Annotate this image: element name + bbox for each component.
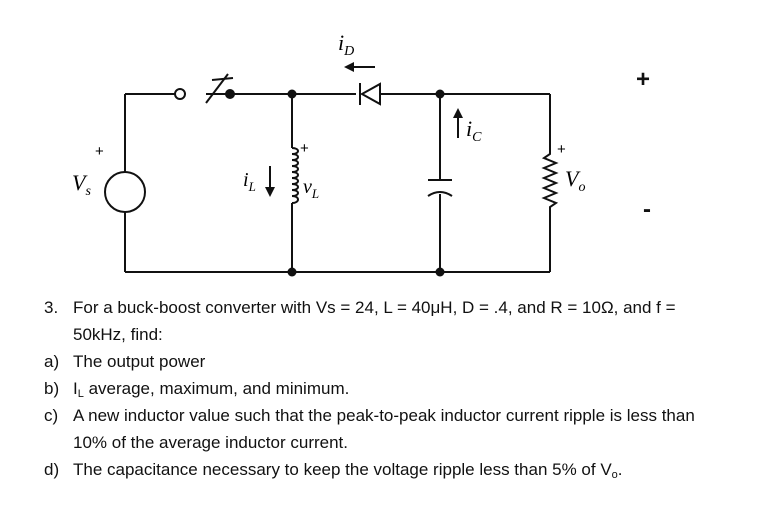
problem-number: 3. <box>44 298 59 317</box>
inductor-symbol <box>291 147 299 204</box>
problem-text-line-1: For a buck-boost converter with Vs = 24,… <box>73 298 676 317</box>
item-d-marker: d) <box>44 460 60 479</box>
output-voltage-label: Vo <box>565 166 585 195</box>
inductor-plus-sign: + <box>300 140 309 157</box>
resistor-symbol <box>541 150 559 210</box>
voltage-source-symbol <box>104 171 146 213</box>
diode-current-label: iD <box>338 30 354 59</box>
output-plus-sign: + <box>636 66 651 93</box>
item-d-text: The capacitance necessary to keep the vo… <box>73 460 623 481</box>
switch-arm <box>211 77 234 81</box>
item-a-text: The output power <box>73 352 206 371</box>
item-a-marker: a) <box>44 352 60 371</box>
diode-symbol <box>359 82 381 106</box>
switch-open-contact <box>174 88 186 100</box>
inductor-current-label: iL <box>243 169 256 194</box>
source-voltage-label: Vs <box>72 170 91 199</box>
inductor-current-arrow <box>265 166 275 197</box>
capacitor-symbol <box>427 179 453 197</box>
problem-text-line-2: 50kHz, find: <box>73 325 163 344</box>
capacitor-top-node <box>435 89 445 99</box>
capacitor-bottom-node <box>435 267 445 277</box>
capacitor-current-label: iC <box>466 116 482 145</box>
inductor-bottom-node <box>287 267 297 277</box>
capacitor-current-arrow <box>453 108 463 138</box>
item-c-marker: c) <box>44 406 59 425</box>
item-c-text-line-1: A new inductor value such that the peak-… <box>73 406 695 425</box>
diode-current-arrow <box>344 62 375 72</box>
inductor-voltage-label: vL <box>303 176 319 201</box>
buck-boost-circuit-diagram: iD iC iL vL Vs Vo + + + <box>72 30 585 277</box>
switch-node-dot <box>225 89 235 99</box>
item-c-text-line-2: 10% of the average inductor current. <box>73 433 348 452</box>
item-b-marker: b) <box>44 379 60 398</box>
item-b-text: IL average, maximum, and minimum. <box>73 379 350 400</box>
resistor-plus-sign: + <box>557 141 566 158</box>
inductor-top-node <box>287 89 297 99</box>
output-minus-sign: - <box>643 196 651 223</box>
source-plus-sign: + <box>95 143 104 160</box>
